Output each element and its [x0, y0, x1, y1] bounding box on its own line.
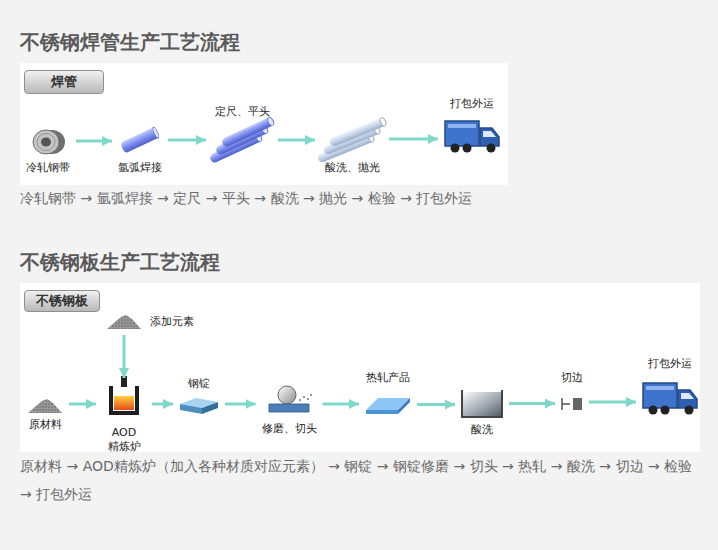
flow-arrow: [225, 403, 256, 406]
step-label: 氩弧焊接: [118, 161, 162, 175]
panel-tab: 焊管: [24, 70, 104, 94]
step-label: 打包外运: [450, 97, 494, 111]
step-label: 热轧产品: [366, 371, 410, 385]
process-caption: 冷轧钢带 → 氩弧焊接 → 定尺 → 平头 → 酸洗 → 抛光 → 检验 → 打…: [20, 184, 700, 212]
step-label: AOD 精炼炉: [102, 426, 146, 454]
process-step: 打包外运: [442, 97, 502, 155]
step-label: 冷轧钢带: [26, 161, 70, 175]
flow-arrow: [152, 403, 173, 406]
step-label: 钢锭: [188, 377, 210, 391]
flow-arrow: [509, 402, 555, 405]
tab-label: 不锈钢板: [36, 293, 88, 309]
step-label: 打包外运: [648, 357, 692, 371]
process-step: 氩弧焊接: [116, 127, 164, 175]
step-label: 修磨、切头: [262, 422, 317, 436]
pickling-tank-icon: [462, 390, 502, 417]
flow-arrow: [278, 139, 315, 142]
process-step: 切边: [559, 371, 585, 411]
step-label: 切边: [561, 371, 583, 385]
hot-rolled-plate-icon: [366, 398, 410, 414]
pickled-pipe-icon: [316, 117, 387, 164]
pipe-icon: [120, 126, 160, 153]
flow-arrow: [69, 403, 96, 406]
furnace-icon: [109, 376, 139, 415]
coil-icon: [33, 130, 65, 154]
flow-arrow: [123, 335, 126, 378]
pile-icon: [28, 399, 62, 413]
flow-arrow: [168, 139, 206, 142]
process-step: 添加元素: [106, 313, 196, 331]
pile-icon: [107, 315, 141, 329]
flow-arrow: [589, 401, 636, 404]
section-heading: 不锈钢板生产工艺流程: [20, 248, 700, 276]
flow-arrow: [389, 138, 438, 141]
step-label: 酸洗、抛光: [325, 161, 380, 175]
process-step: 酸洗、抛光: [319, 123, 385, 175]
flow-arrow: [76, 140, 112, 143]
process-step: 修磨、切头: [260, 391, 319, 436]
truck-icon: [445, 121, 499, 153]
diagram-panel: [20, 63, 508, 185]
cutter-icon: [562, 398, 582, 410]
grinder-icon: [269, 386, 312, 412]
step-label: 原材料: [29, 418, 62, 432]
process-step: 原材料: [25, 398, 65, 432]
tab-label: 焊管: [51, 74, 77, 90]
process-step: 钢锭: [177, 377, 221, 415]
process-step: 定尺、平头: [210, 105, 274, 157]
process-step: 酸洗: [459, 389, 505, 437]
step-label: 酸洗: [471, 423, 493, 437]
panel-tab: 不锈钢板: [24, 290, 100, 312]
pipe-bundle-icon: [209, 116, 276, 164]
section-heading: 不锈钢焊管生产工艺流程: [20, 28, 700, 56]
process-step: 冷轧钢带: [24, 129, 72, 175]
process-step: 热轧产品: [363, 371, 413, 415]
ingot-icon: [180, 398, 218, 414]
flow-arrow: [417, 403, 455, 406]
process-caption: 原材料 → AOD精炼炉（加入各种材质对应元素） → 钢锭 → 钢锭修磨 → 切…: [20, 452, 706, 508]
process-step: 打包外运: [640, 357, 700, 417]
step-label: 定尺、平头: [215, 105, 270, 119]
process-step: AOD 精炼炉: [100, 382, 148, 454]
step-label: 添加元素: [150, 315, 194, 329]
flow-arrow: [323, 403, 360, 406]
truck-icon: [643, 383, 697, 415]
